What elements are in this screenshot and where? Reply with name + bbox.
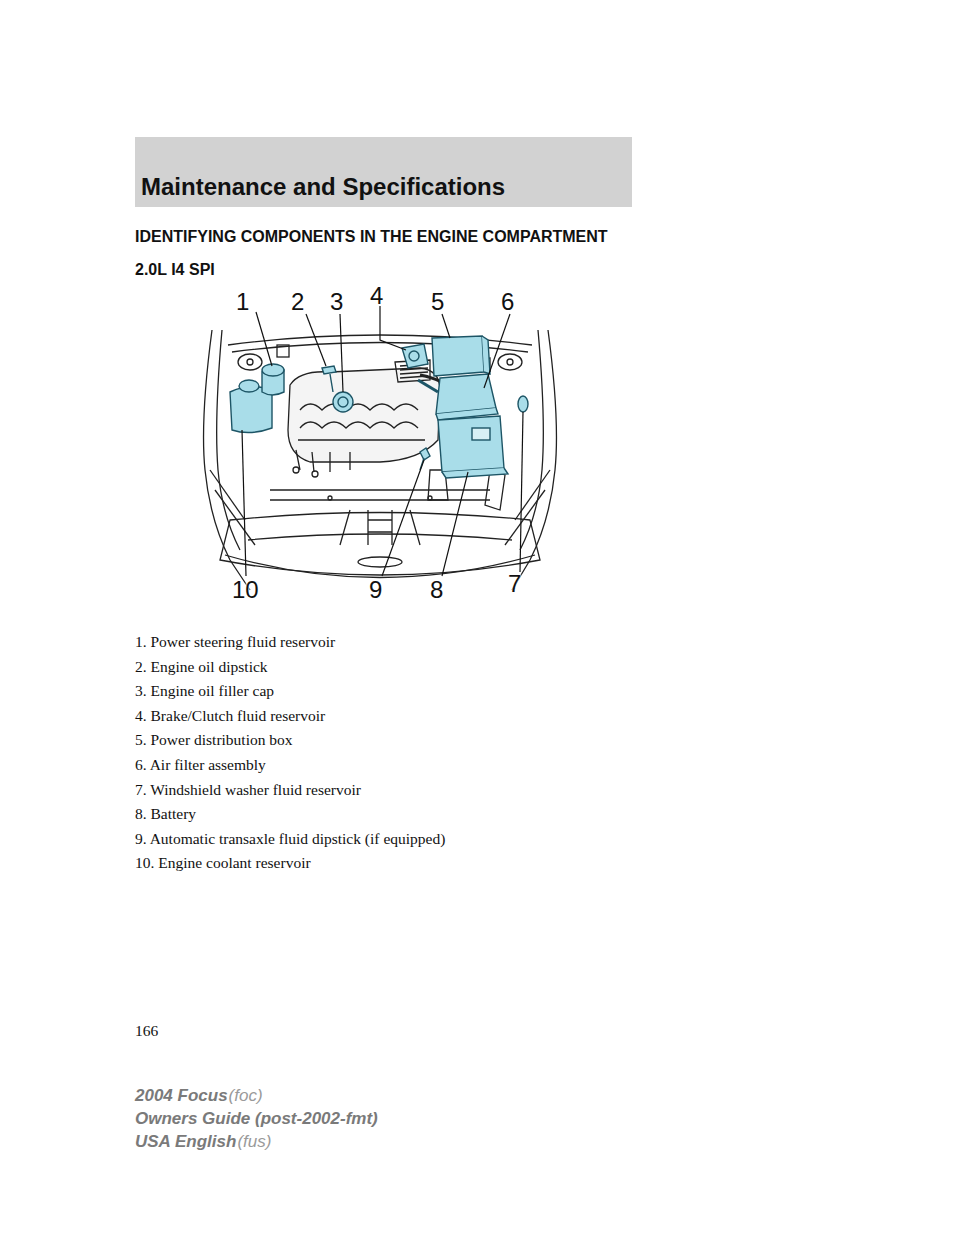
callout-number: 1	[236, 288, 249, 316]
car-outline	[204, 330, 557, 590]
legend-item: 4. Brake/Clutch fluid reservoir	[135, 707, 325, 725]
section-header-text: Maintenance and Specifications	[141, 173, 505, 201]
footer-code: (foc)	[229, 1086, 263, 1106]
page-number: 166	[135, 1022, 158, 1040]
engine-name: 2.0L I4 SPI	[135, 261, 215, 279]
legend-item: 1. Power steering fluid reservoir	[135, 633, 335, 651]
callout-number: 7	[508, 570, 521, 598]
callout-number: 8	[430, 576, 443, 604]
legend-item: 2. Engine oil dipstick	[135, 658, 268, 676]
callout-number: 3	[330, 288, 343, 316]
leader-lines	[242, 306, 523, 576]
legend-item: 10. Engine coolant reservoir	[135, 854, 311, 872]
legend-item: 6. Air filter assembly	[135, 756, 266, 774]
footer-model: 2004 Focus	[135, 1086, 228, 1106]
callout-number: 6	[501, 288, 514, 316]
footer-guide: Owners Guide (post-2002-fmt)	[135, 1109, 378, 1129]
legend-item: 7. Windshield washer fluid reservoir	[135, 781, 361, 799]
page-heading: IDENTIFYING COMPONENTS IN THE ENGINE COM…	[135, 228, 608, 246]
section-header-band: Maintenance and Specifications	[135, 137, 632, 207]
highlighted-parts	[230, 336, 528, 478]
callout-number: 4	[370, 282, 383, 310]
callout-number: 9	[369, 576, 382, 604]
callout-number: 2	[291, 288, 304, 316]
footer-language: USA English	[135, 1132, 236, 1152]
legend-item: 8. Battery	[135, 805, 196, 823]
callout-number: 10	[232, 576, 259, 604]
legend-item: 9. Automatic transaxle fluid dipstick (i…	[135, 830, 445, 848]
legend-item: 5. Power distribution box	[135, 731, 293, 749]
legend-item: 3. Engine oil filler cap	[135, 682, 274, 700]
callout-number: 5	[431, 288, 444, 316]
footer-code: (fus)	[237, 1132, 271, 1152]
